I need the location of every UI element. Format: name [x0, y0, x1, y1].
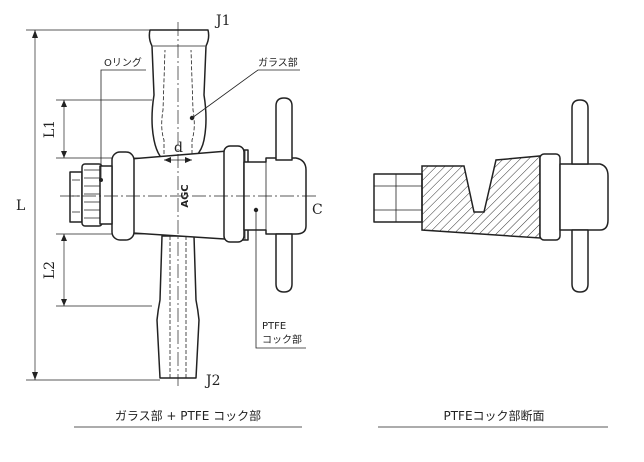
- label-l2: L2: [42, 261, 58, 279]
- handle-lower-arm: [275, 233, 293, 293]
- label-glass-part: ガラス部: [258, 56, 298, 69]
- label-c: C: [312, 202, 323, 218]
- caption-right: PTFEコック部断面: [443, 408, 544, 423]
- label-ptfe-line1: PTFE: [262, 321, 286, 332]
- dimension-l2: [56, 233, 152, 307]
- dimension-l: [26, 29, 160, 381]
- o-ring-nut: [69, 163, 113, 227]
- label-d: d: [174, 140, 183, 156]
- agc-stamp: AGC: [180, 184, 191, 207]
- leader-ptfe: [255, 210, 306, 349]
- glass-ptfe-assembly-view: AGC J1 J2 C d L L1 L2 Oリング ガラス部 PTFE コック…: [16, 13, 323, 389]
- leader-o-ring: [100, 69, 146, 180]
- label-l1: L1: [42, 120, 58, 138]
- label-j1: J1: [214, 13, 231, 29]
- label-o-ring: Oリング: [104, 56, 142, 69]
- label-l: L: [16, 198, 25, 214]
- label-j2: J2: [204, 373, 221, 389]
- dimension-d: [164, 157, 192, 163]
- ptfe-cock-section-view: [373, 99, 609, 293]
- handle-upper-arm: [275, 97, 293, 161]
- leader-glass: [191, 69, 300, 119]
- section-handle-lower-arm: [571, 229, 589, 293]
- lower-glass-cone: [156, 235, 200, 379]
- dimension-l1: [56, 99, 152, 159]
- caption-left: ガラス部 + PTFE コック部: [115, 408, 261, 423]
- ptfe-plug-section: [421, 155, 541, 239]
- barrel-lip: [223, 145, 245, 243]
- label-ptfe-line2: コック部: [262, 333, 302, 346]
- section-handle-upper-arm: [571, 99, 589, 165]
